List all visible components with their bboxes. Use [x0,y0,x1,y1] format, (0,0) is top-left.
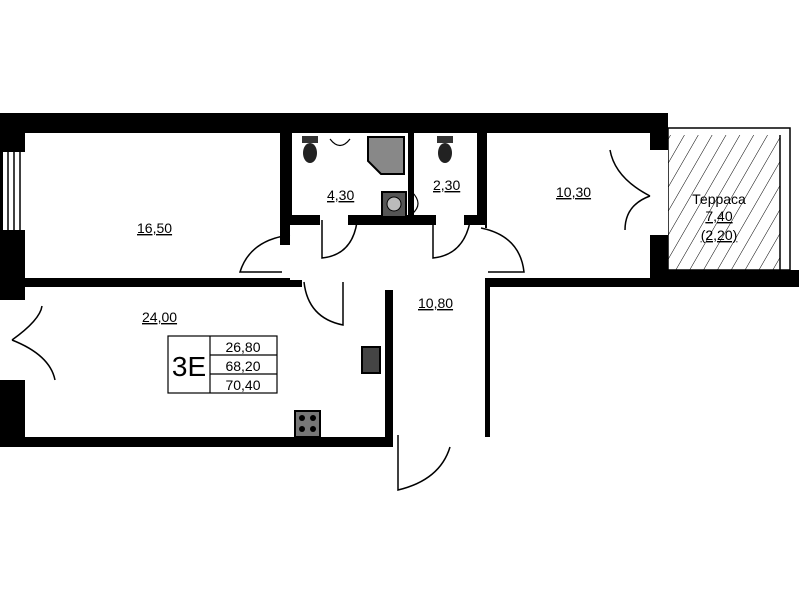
room-hallway-top [290,225,485,280]
toilet-icon [302,136,318,163]
room-small [487,133,650,278]
washing-machine-icon [381,191,419,218]
room-area-bathroom: 4,30 [327,187,354,203]
toilet-icon [437,136,453,163]
room-area-bedroom: 16,50 [137,220,172,236]
room-corridor [393,278,485,447]
terrace-area: 7,40 [705,208,732,224]
apartment-code: 3E [172,351,206,382]
living-area: 26,80 [225,339,260,355]
terrace [667,127,791,271]
sink-icon [329,138,351,147]
window [3,152,25,230]
total-area-with-terrace: 70,40 [225,377,260,393]
room-area-hallway: 10,80 [418,295,453,311]
terrace-label: Терраса [692,191,746,207]
apartment-summary: 3E 26,80 68,20 70,40 [167,335,278,394]
total-area: 68,20 [225,358,260,374]
doors [11,149,651,491]
room-area-living: 24,00 [142,309,177,325]
room-bedroom [25,133,280,278]
stove-icon [294,410,321,438]
terrace-reduced-area: (2,20) [701,227,738,243]
room-area-toilet: 2,30 [433,177,460,193]
fixtures [294,136,453,438]
shower-tray-icon [367,136,405,175]
rooms [0,133,668,449]
boiler-icon [361,346,381,374]
room-area-room: 10,30 [556,184,591,200]
